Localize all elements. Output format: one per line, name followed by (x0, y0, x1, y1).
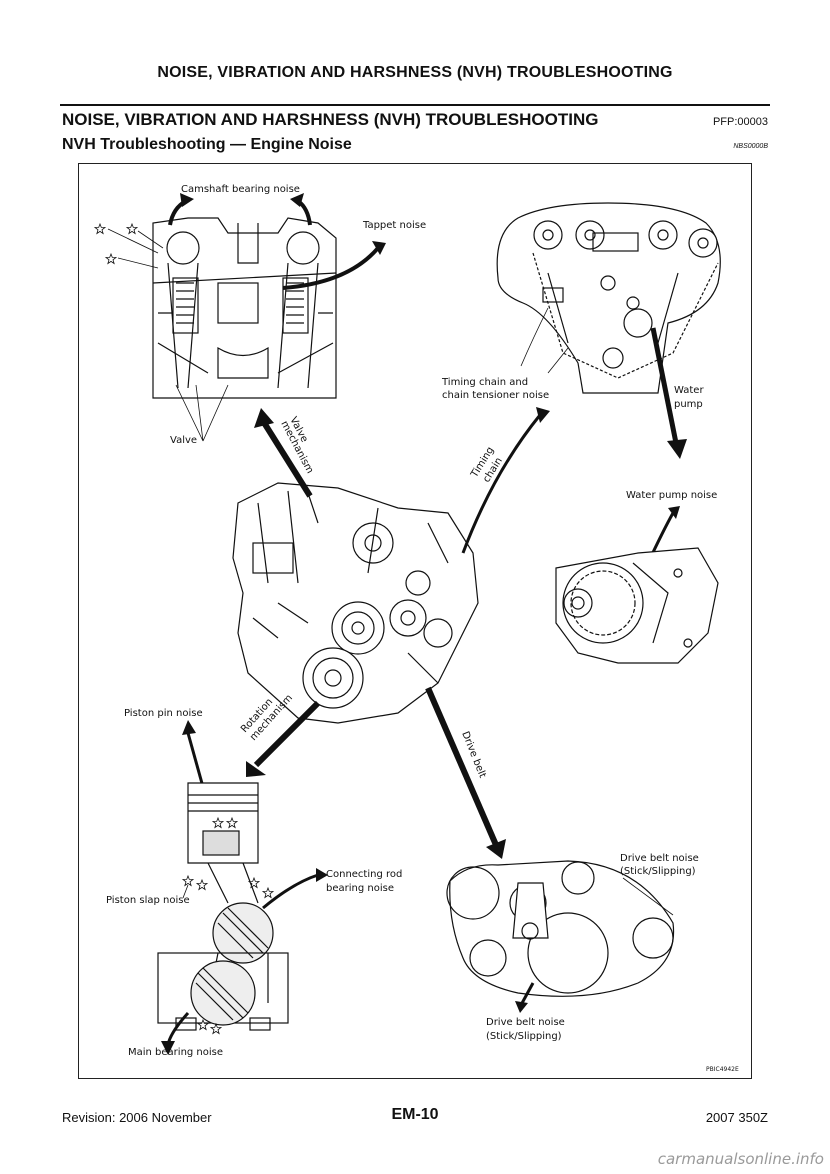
main-bearing-noise-label: Main bearing noise (128, 1047, 223, 1058)
drive-belt-illustration (446, 860, 675, 997)
timing-chain-illustration (496, 202, 721, 394)
section-title: NOISE, VIBRATION AND HARSHNESS (NVH) TRO… (62, 110, 599, 129)
valve-stars (94, 223, 138, 264)
valve-label: Valve (170, 435, 197, 446)
section-code: PFP:00003 (712, 116, 768, 128)
footer-page-number: EM-10 (391, 1106, 439, 1123)
engine-illustration (232, 482, 479, 724)
conrod-noise-label-2: bearing noise (326, 883, 394, 894)
watermark: carmanualsonline.info (657, 1150, 824, 1168)
engine-noise-diagram: Camshaft bearing noise Tappet noise Valv… (94, 184, 739, 1073)
camshaft-noise-label: Camshaft bearing noise (181, 184, 300, 195)
piston-pin-noise-label: Piston pin noise (124, 708, 203, 719)
tappet-noise-label: Tappet noise (362, 220, 426, 231)
subsection-title: NVH Troubleshooting — Engine Noise (62, 136, 352, 153)
figure-frame (78, 163, 752, 1079)
piston-slap-noise-label: Piston slap noise (106, 895, 190, 906)
timing-noise-label-1: Timing chain and (441, 377, 528, 388)
belt-noise-bottom-label-1: Drive belt noise (486, 1017, 565, 1028)
cylinder-head-illustration (152, 217, 337, 399)
water-pump-illustration (555, 547, 719, 664)
footer-revision: Revision: 2006 November (62, 1110, 212, 1125)
timing-noise-label-2: chain tensioner noise (442, 390, 549, 401)
belt-noise-bottom-label-2: (Stick/Slipping) (486, 1031, 562, 1042)
section-divider (60, 104, 770, 106)
water-pump-label-2: pump (674, 399, 703, 410)
page-header-title: NOISE, VIBRATION AND HARSHNESS (NVH) TRO… (157, 64, 673, 81)
piston-illustration (157, 782, 289, 1031)
conrod-noise-label-1: Connecting rod (326, 869, 402, 880)
figure-id-label: PBIC4942E (706, 1066, 739, 1073)
subsection-code: NBS0000B (733, 143, 768, 150)
footer-model: 2007 350Z (705, 1110, 768, 1125)
belt-noise-top-label-2: (Stick/Slipping) (620, 866, 696, 877)
belt-noise-top-label-1: Drive belt noise (620, 853, 699, 864)
water-pump-label-1: Water (674, 385, 704, 396)
water-pump-noise-label: Water pump noise (626, 490, 717, 501)
